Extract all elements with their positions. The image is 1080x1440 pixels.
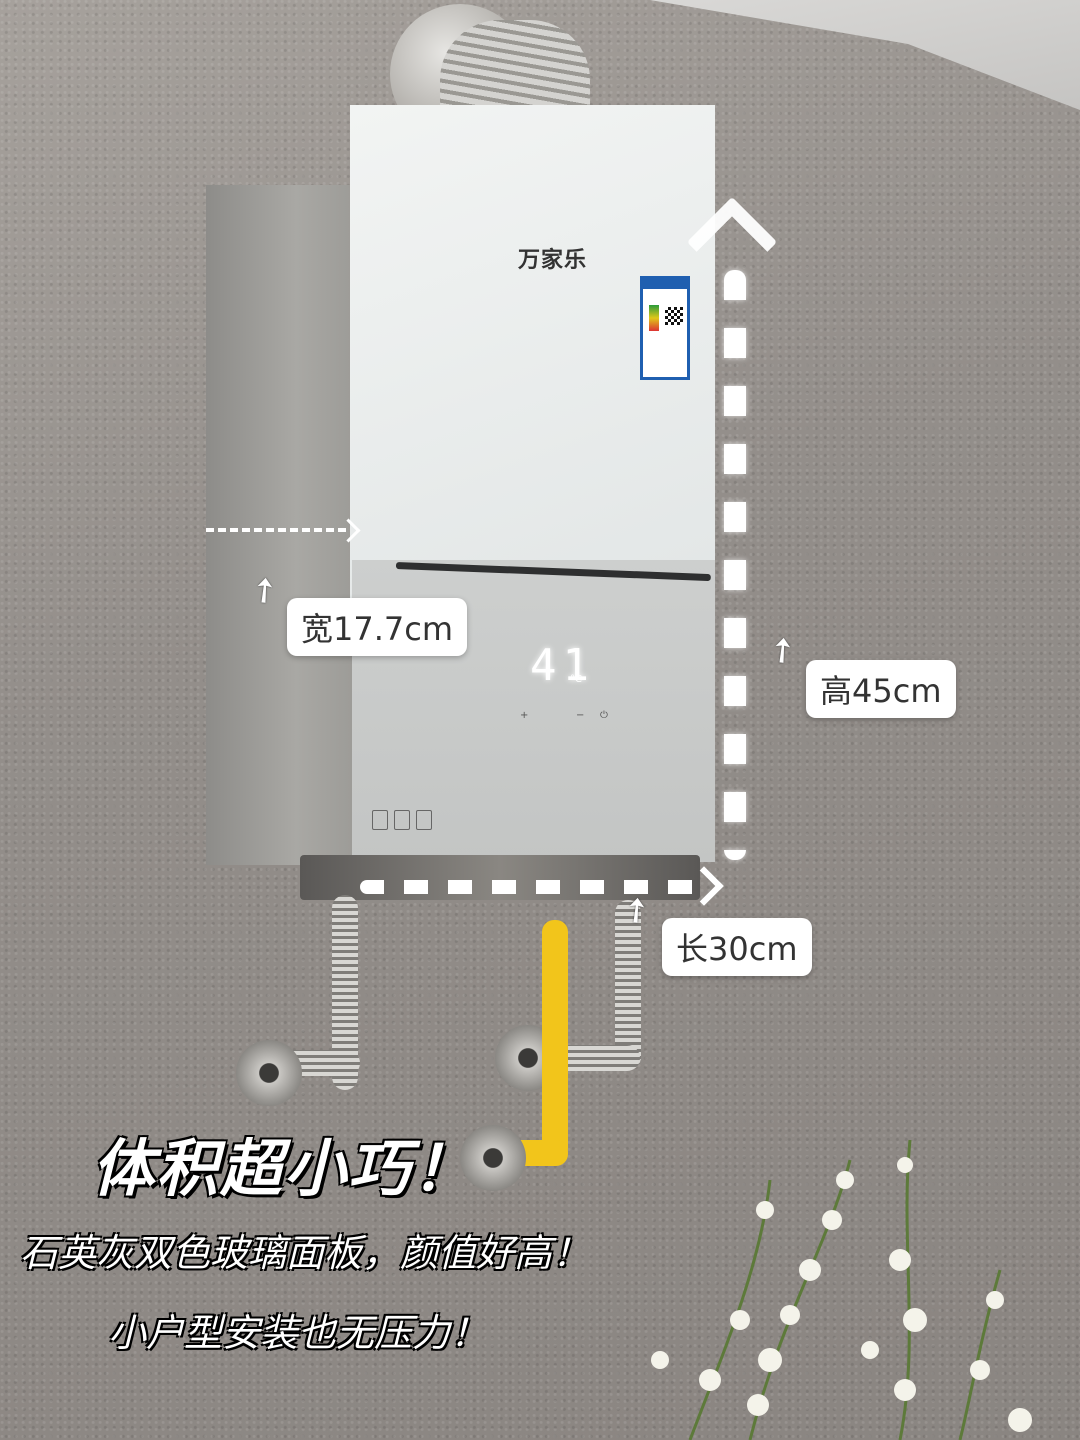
length-dotted-line: [360, 880, 705, 894]
water-pipe-right: [615, 900, 641, 1070]
wall-flange-left: [236, 1040, 302, 1106]
temperature-unit: °C: [570, 674, 582, 685]
power-icon[interactable]: ⏻: [600, 710, 608, 721]
heater-side-panel: [206, 185, 356, 865]
wall-flange-gas: [460, 1125, 526, 1191]
feature-icons: [372, 810, 432, 830]
height-label: 高45cm: [806, 660, 956, 718]
plus-button[interactable]: +: [520, 710, 529, 721]
feature-icon-2: [394, 810, 410, 830]
flowering-branch: [651, 1139, 1032, 1440]
energy-label-sticker: [640, 276, 690, 380]
temperature-display: 41: [530, 640, 595, 691]
qr-code-icon: [665, 307, 683, 325]
width-dashed-line: [206, 528, 346, 532]
caption-line-1: 石英灰双色玻璃面板，颜值好高！: [20, 1231, 591, 1275]
energy-grade-icon: [649, 305, 659, 331]
caption-line-2: 小户型安装也无压力！: [108, 1311, 489, 1355]
length-label: 长30cm: [662, 918, 812, 976]
width-label: 宽17.7cm: [287, 598, 468, 656]
headline: 体积超小巧！: [92, 1132, 477, 1205]
feature-icon-1: [372, 810, 388, 830]
feature-icon-3: [416, 810, 432, 830]
minus-button[interactable]: −: [576, 710, 585, 721]
gas-pipe: [542, 920, 568, 1160]
brand-logo: 万家乐: [518, 247, 588, 272]
height-dotted-line: [724, 270, 746, 860]
